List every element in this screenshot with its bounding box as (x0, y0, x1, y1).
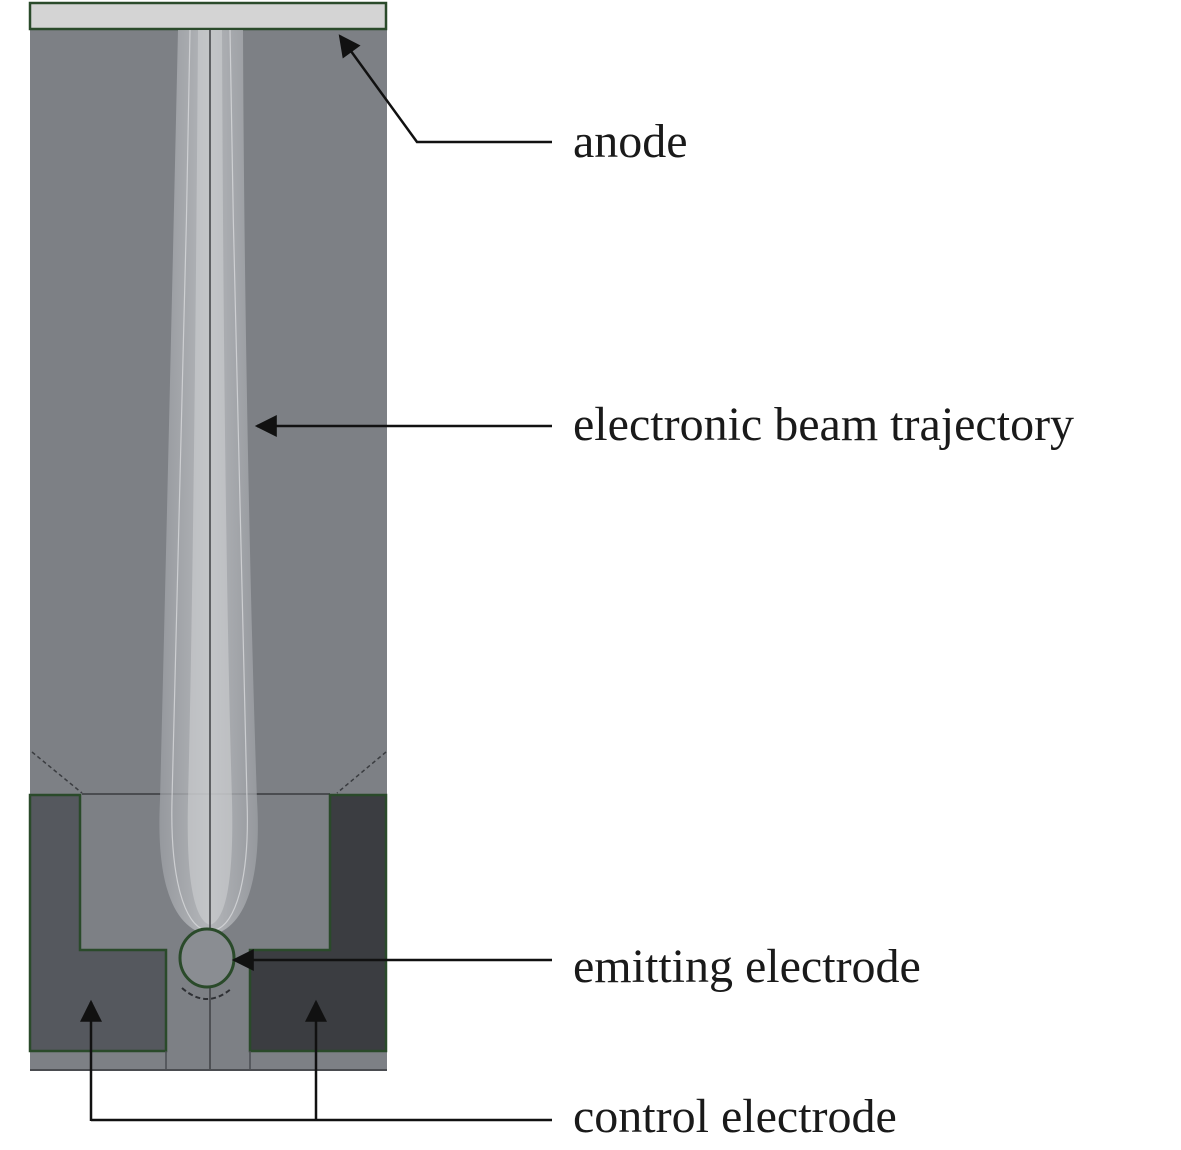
beam-strand-left (171, 29, 206, 931)
control-electrode-left (28, 793, 168, 1053)
field-line-right (336, 751, 387, 794)
field-line-left (31, 751, 83, 794)
beam-strand-right (214, 29, 248, 931)
control-label: control electrode (573, 1090, 897, 1143)
beam-label: electronic beam trajectory (573, 398, 1074, 451)
anode-plate (28, 1, 388, 31)
emitter-label: emitting electrode (573, 940, 921, 993)
anode-leader (338, 34, 552, 144)
anode-label: anode (573, 115, 688, 168)
emitter-field-arc (181, 987, 233, 1000)
emitting-electrode-shape (178, 927, 236, 989)
